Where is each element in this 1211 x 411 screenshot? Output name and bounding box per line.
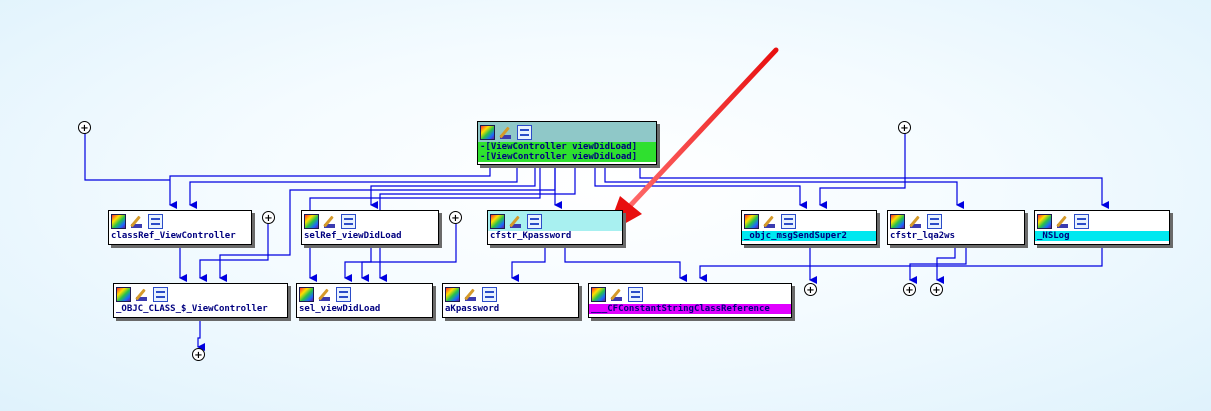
node-classref-viewcontroller[interactable]: classRef_ViewController <box>108 210 252 245</box>
node-cfstr-kpassword[interactable]: cfstr_Kpassword <box>487 210 623 245</box>
graph-icon[interactable] <box>781 213 796 229</box>
node-cfconstantstring-classreference[interactable]: ___CFConstantStringClassReference <box>588 283 792 318</box>
graph-icon[interactable] <box>927 213 942 229</box>
node-label: aKpassword <box>445 304 500 314</box>
root-function-label: -[ViewController viewDidLoad] <box>478 152 656 162</box>
color-palette-icon[interactable] <box>1037 213 1052 229</box>
graph-icon[interactable] <box>628 286 643 302</box>
color-palette-icon[interactable] <box>890 213 905 229</box>
expand-button[interactable]: + <box>898 121 911 134</box>
node-selref-viewdidload[interactable]: selRef_viewDidLoad <box>301 210 439 245</box>
node-objc-msgsendsuper2[interactable]: _objc_msgSendSuper2 <box>741 210 877 245</box>
node-akpassword[interactable]: aKpassword <box>442 283 579 318</box>
edit-icon[interactable] <box>498 125 514 140</box>
graph-icon[interactable] <box>527 213 542 229</box>
node-objc-class-viewcontroller[interactable]: _OBJC_CLASS_$_ViewController <box>113 283 288 318</box>
node-cfstr-lqa2ws[interactable]: cfstr_lqa2ws <box>887 210 1025 245</box>
graph-icon[interactable] <box>517 124 532 140</box>
color-palette-icon[interactable] <box>445 286 460 302</box>
expand-button[interactable]: + <box>804 283 817 296</box>
graph-icon[interactable] <box>482 286 497 302</box>
color-palette-icon[interactable] <box>304 213 319 229</box>
edit-icon[interactable] <box>908 214 924 229</box>
expand-button[interactable]: + <box>903 283 916 296</box>
node-label: ___CFConstantStringClassReference <box>589 304 791 314</box>
node-label: cfstr_lqa2ws <box>890 231 956 241</box>
edit-icon[interactable] <box>508 214 524 229</box>
color-palette-icon[interactable] <box>116 286 131 302</box>
node-label: sel_viewDidLoad <box>299 304 381 314</box>
color-palette-icon[interactable] <box>111 213 126 229</box>
edit-icon[interactable] <box>463 287 479 302</box>
node-label: _NSLog <box>1035 231 1169 241</box>
root-function-label: -[ViewController viewDidLoad] <box>478 142 656 152</box>
edit-icon[interactable] <box>322 214 338 229</box>
node-sel-viewdidload[interactable]: sel_viewDidLoad <box>296 283 433 318</box>
edit-icon[interactable] <box>134 287 150 302</box>
edit-icon[interactable] <box>317 287 333 302</box>
expand-button[interactable]: + <box>192 348 205 361</box>
color-palette-icon[interactable] <box>744 213 759 229</box>
edit-icon[interactable] <box>609 287 625 302</box>
root-function-node[interactable]: -[ViewController viewDidLoad] -[ViewCont… <box>477 121 657 165</box>
node-label: _OBJC_CLASS_$_ViewController <box>116 304 268 314</box>
color-palette-icon[interactable] <box>591 286 606 302</box>
edit-icon[interactable] <box>762 214 778 229</box>
graph-icon[interactable] <box>153 286 168 302</box>
color-palette-icon[interactable] <box>490 213 505 229</box>
node-label: classRef_ViewController <box>111 231 236 241</box>
node-label: cfstr_Kpassword <box>490 231 572 241</box>
graph-icon[interactable] <box>1074 213 1089 229</box>
expand-button[interactable]: + <box>262 211 275 224</box>
graph-icon[interactable] <box>336 286 351 302</box>
graph-icon[interactable] <box>341 213 356 229</box>
node-nslog[interactable]: _NSLog <box>1034 210 1170 245</box>
color-palette-icon[interactable] <box>299 286 314 302</box>
expand-button[interactable]: + <box>449 211 462 224</box>
color-palette-icon[interactable] <box>480 124 495 140</box>
node-label: selRef_viewDidLoad <box>304 231 402 241</box>
edit-icon[interactable] <box>129 214 145 229</box>
edit-icon[interactable] <box>1055 214 1071 229</box>
graph-icon[interactable] <box>148 213 163 229</box>
node-toolbar <box>478 122 656 142</box>
node-label: _objc_msgSendSuper2 <box>742 231 876 241</box>
expand-button[interactable]: + <box>78 121 91 134</box>
expand-button[interactable]: + <box>930 283 943 296</box>
